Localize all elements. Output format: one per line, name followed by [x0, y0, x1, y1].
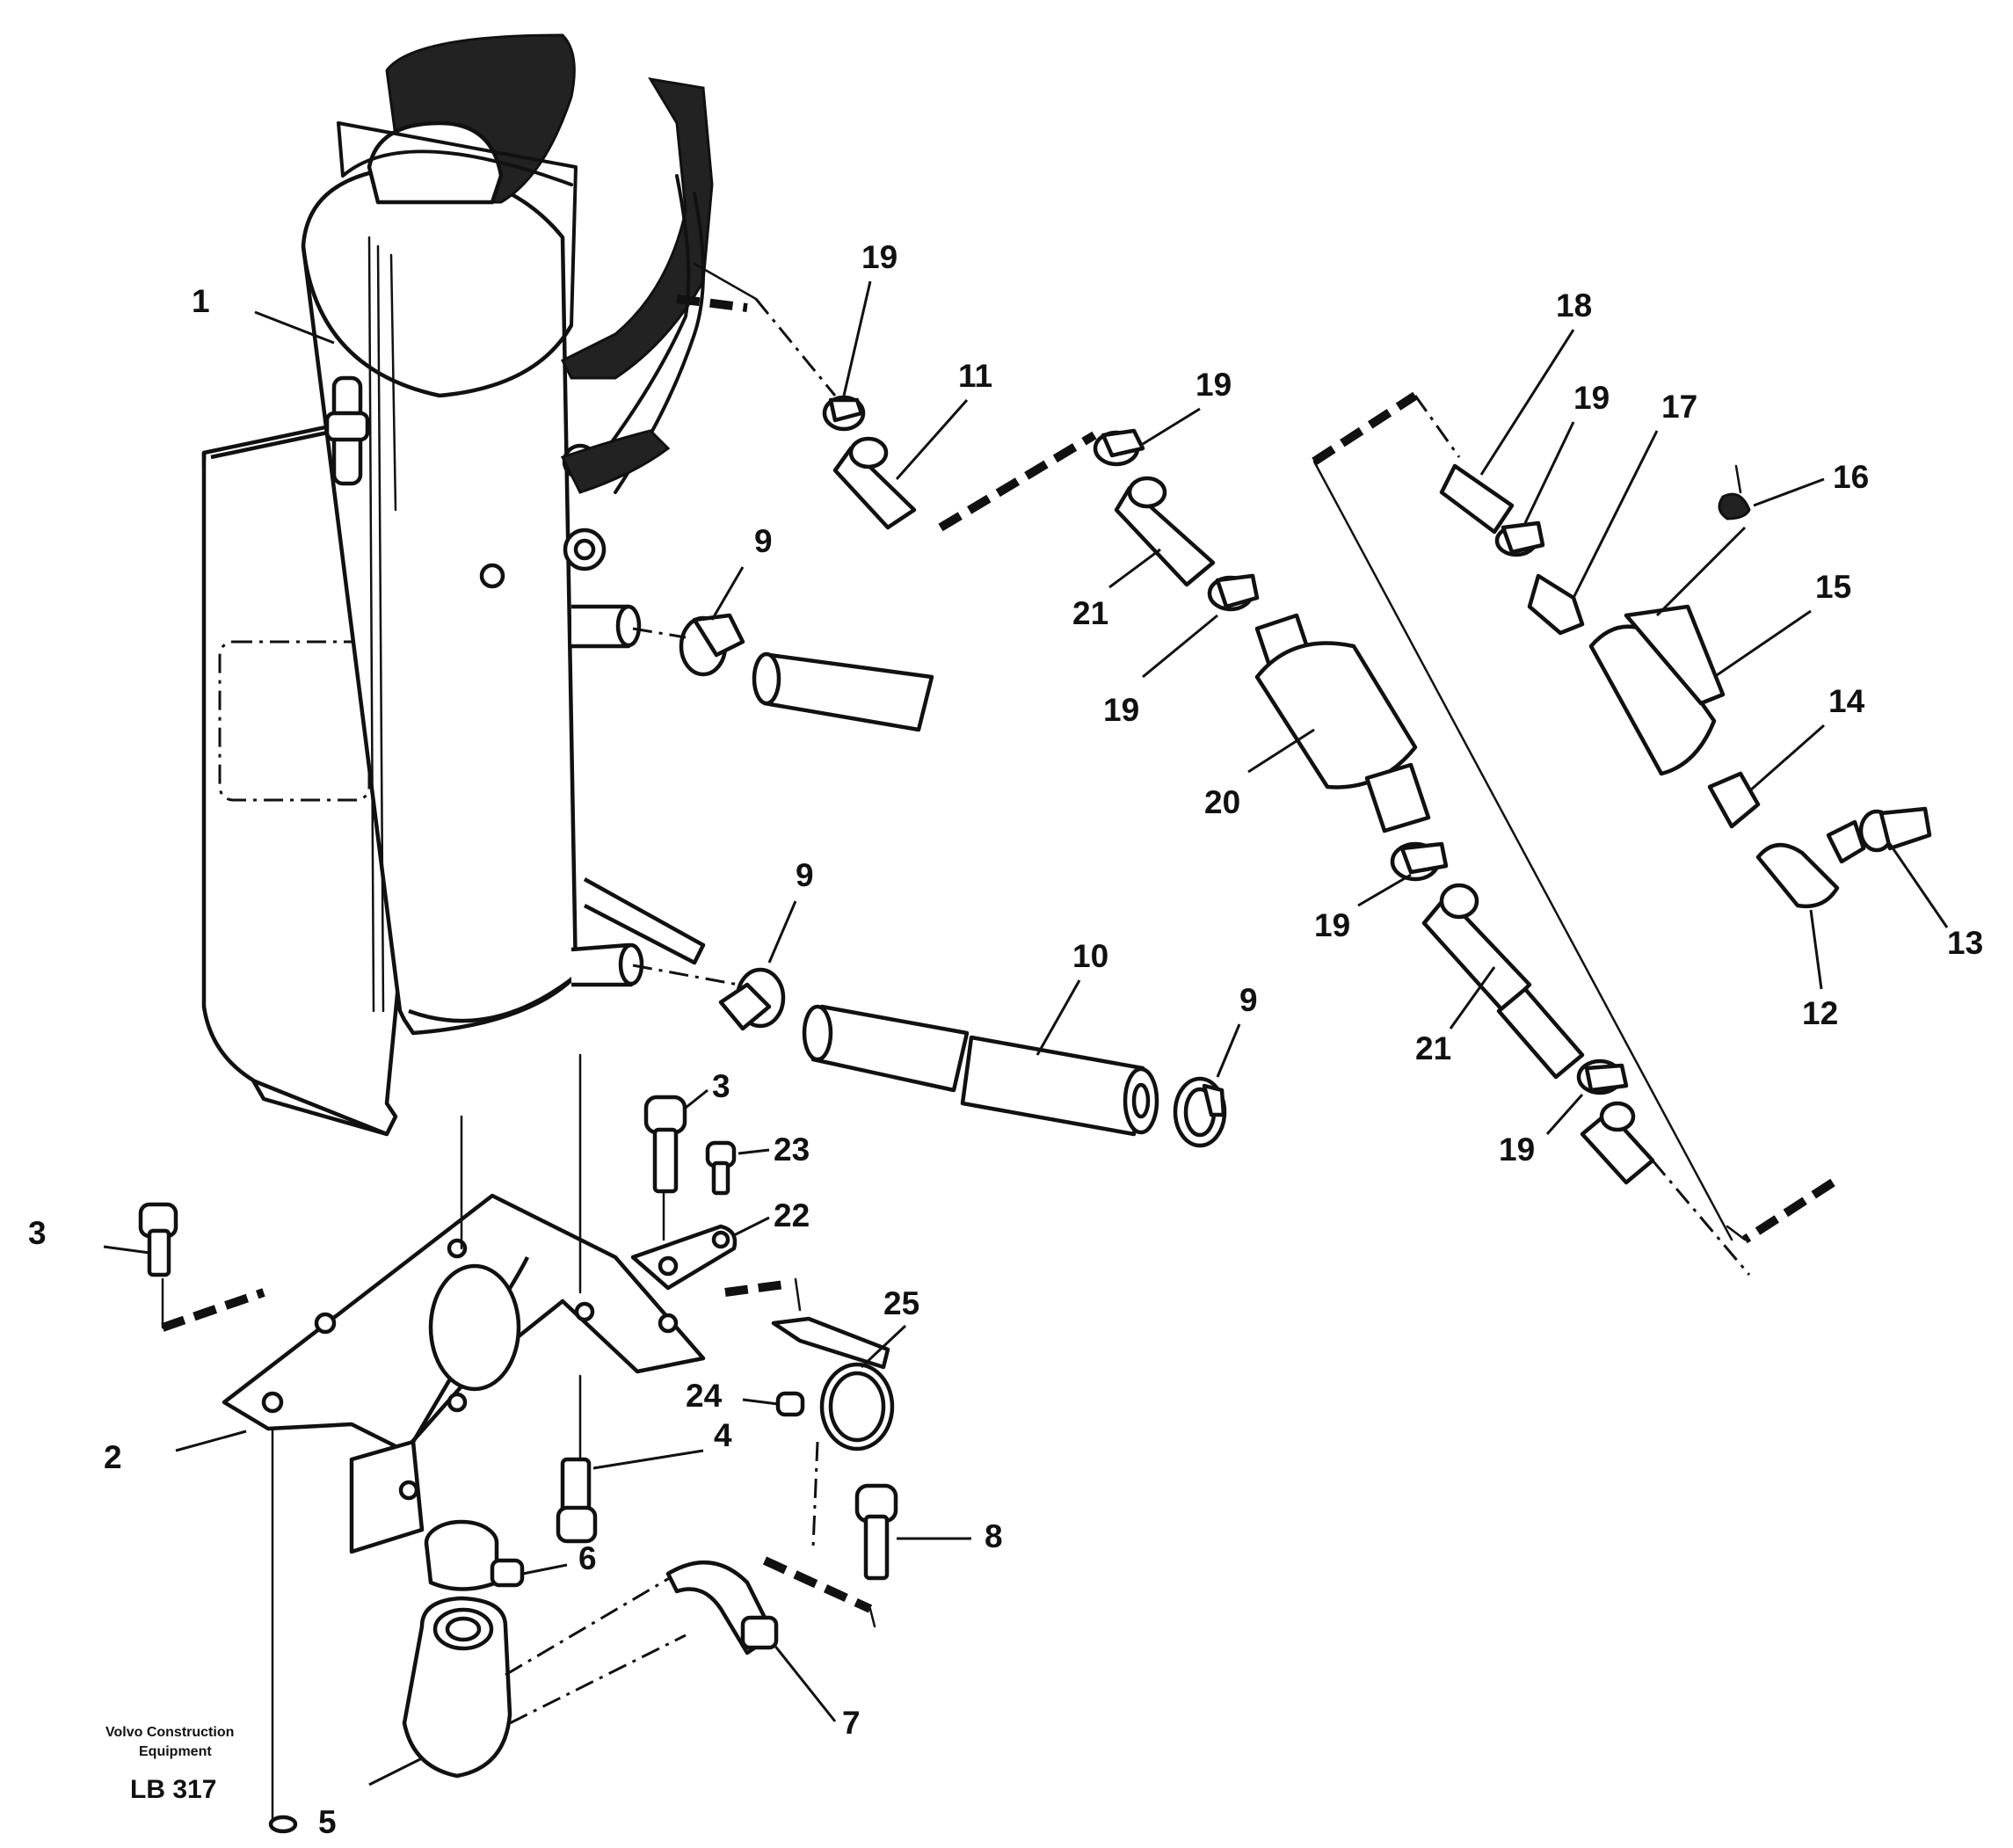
part-label-1: 1	[192, 283, 210, 319]
part-label-13: 13	[1947, 925, 1983, 961]
part-label-2: 2	[104, 1439, 122, 1475]
part-label-16: 16	[1833, 459, 1869, 495]
part-label-6: 6	[578, 1540, 597, 1576]
brand-line-1: Volvo Construction	[105, 1725, 234, 1740]
part-label-17: 17	[1661, 389, 1697, 425]
part-label-19f: 19	[1573, 380, 1610, 416]
part-label-9b: 9	[796, 857, 814, 893]
part-label-22: 22	[774, 1197, 810, 1233]
part-label-15: 15	[1815, 569, 1851, 605]
part-label-20: 20	[1204, 784, 1240, 820]
part-label-18: 18	[1556, 287, 1592, 324]
part-label-21a: 21	[1072, 595, 1108, 631]
tank-assembly	[201, 33, 758, 1137]
part-label-12: 12	[1802, 995, 1838, 1031]
part-label-9a: 9	[754, 523, 773, 559]
part-label-9c: 9	[1239, 982, 1258, 1018]
part-label-24: 24	[686, 1378, 723, 1414]
part-label-19d: 19	[1314, 907, 1350, 943]
part-label-19a: 19	[861, 239, 897, 275]
part-label-25: 25	[883, 1285, 919, 1321]
part-label-3b: 3	[712, 1068, 730, 1104]
return-hose-group	[632, 295, 1227, 1148]
part-label-3a: 3	[28, 1215, 47, 1251]
part-label-11: 11	[958, 358, 992, 394]
part-label-5: 5	[318, 1804, 337, 1840]
diagram-code: LB 317	[130, 1775, 216, 1804]
part-label-8: 8	[985, 1518, 1003, 1554]
part-label-19b: 19	[1195, 367, 1232, 403]
part-label-19c: 19	[1103, 692, 1139, 728]
brand-line-2: Equipment	[139, 1744, 212, 1759]
filter-line-group	[1093, 428, 1751, 1276]
part-label-4: 4	[714, 1417, 732, 1453]
long-hose-panel	[1312, 391, 1932, 1244]
part-label-10: 10	[1072, 938, 1108, 974]
mounting-bracket-group	[138, 1053, 898, 1834]
part-label-7: 7	[842, 1705, 861, 1741]
part-label-14: 14	[1828, 683, 1865, 719]
part-label-23: 23	[774, 1131, 810, 1168]
part-label-21b: 21	[1415, 1030, 1451, 1066]
part-label-19e: 19	[1499, 1131, 1535, 1168]
